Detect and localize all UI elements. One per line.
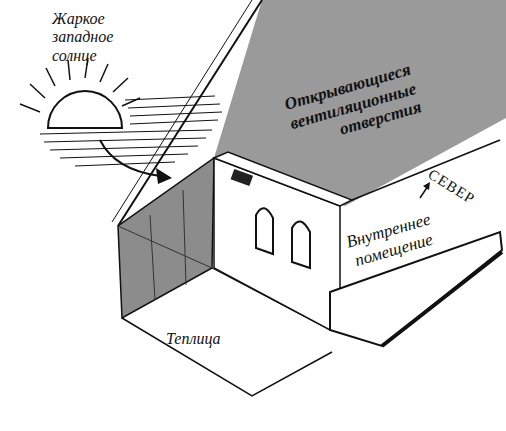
gable-shade: [118, 158, 214, 318]
greenhouse-label: Теплица: [166, 330, 256, 348]
sun-rays: [20, 58, 140, 112]
wall-top: [214, 152, 352, 206]
glass-bar: [118, 226, 212, 268]
hatching: [40, 96, 222, 166]
wall-line: [352, 140, 500, 200]
vent-opening: [231, 169, 254, 186]
slab-edge: [382, 252, 502, 346]
north-label: СЕВЕР: [425, 166, 502, 223]
window: [256, 208, 273, 254]
window: [292, 221, 310, 268]
ray-arrow: [100, 140, 160, 176]
ray-arrowhead: [156, 168, 172, 184]
floor-line: [122, 318, 332, 396]
glass-bar: [183, 190, 186, 285]
sun: [48, 91, 122, 128]
glass-bar: [150, 215, 155, 300]
house-wall: [214, 158, 340, 330]
shade: [214, 0, 506, 206]
sun-label: Жаркое западное солнце: [52, 10, 142, 65]
